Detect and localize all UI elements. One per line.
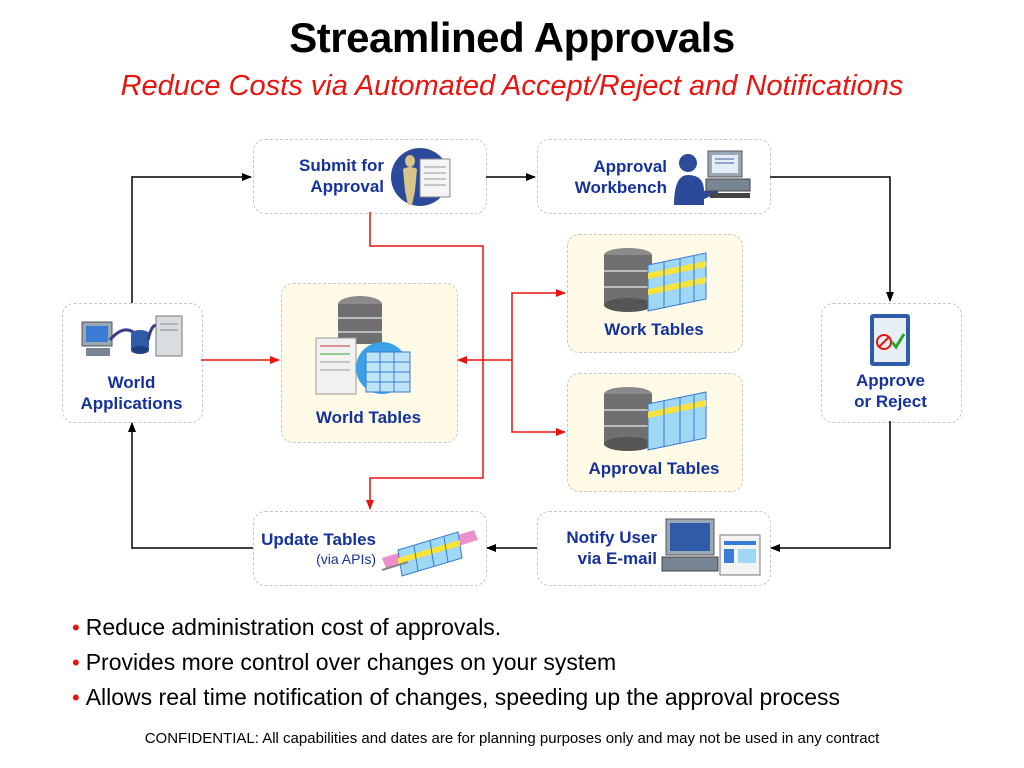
connector-approve-to-notify [770,421,891,552]
work-tables-label: Work Tables [604,320,704,339]
world-tables-label: World Tables [315,408,422,427]
client-server-icon [81,315,183,357]
bullet-text: Reduce administration cost of approvals. [85,614,502,640]
approval-workbench-label: Approval Workbench [552,156,667,198]
confidential-footer: CONFIDENTIAL: All capabilities and dates… [144,730,880,747]
connector-update-to-apps [128,422,253,549]
approval-tables-db-icon [604,387,707,451]
approve-line1: Approve [856,371,925,390]
bullet-item: •Provides more control over changes on y… [72,645,840,680]
bullet-item: •Allows real time notification of change… [72,680,840,715]
notify-line1: Notify User [566,528,657,547]
work-tables-db-icon [604,248,707,312]
benefits-list: •Reduce administration cost of approvals… [72,610,840,715]
connector-submit-to-update [366,212,484,510]
update-tables-strip-icon [381,530,478,577]
notify-user-label: Notify User via E-mail [545,527,657,569]
approval-tables-label: Approval Tables [588,459,720,478]
update-line1: Update Tables [261,530,376,549]
bullet-dot-icon: • [72,650,80,675]
connector-hub-to-approval-tables [511,360,566,436]
update-line2: (via APIs) [316,551,376,567]
person-document-icon [391,148,451,206]
workbench-line2: Workbench [574,178,667,197]
bullet-text: Provides more control over changes on yo… [85,649,617,675]
database-table-icon [315,296,411,395]
submit-for-approval-label: Submit for Approval [276,155,384,197]
bullet-text: Allows real time notification of changes… [85,684,841,710]
apps-line2: Applications [80,394,183,413]
slide-title: Streamlined Approvals [289,14,735,61]
submit-line1: Submit for [299,156,384,175]
submit-line2: Approval [310,177,384,196]
email-computer-icon [661,518,761,576]
approve-or-reject-label: Approve or Reject [821,370,960,412]
approve-reject-document-icon [870,314,910,366]
workstation-user-icon [674,150,751,205]
workbench-line1: Approval [593,157,667,176]
connector-workbench-to-approve [770,176,894,302]
bullet-item: •Reduce administration cost of approvals… [72,610,840,645]
update-tables-label: Update Tables (via APIs) [258,529,376,568]
world-applications-label: World Applications [62,372,201,414]
connector-apps-to-submit [131,173,252,303]
slide-subtitle: Reduce Costs via Automated Accept/Reject… [120,70,904,102]
connector-hub-to-work-tables [511,289,566,360]
apps-line1: World [107,373,156,392]
notify-line2: via E-mail [577,549,657,568]
approve-line2: or Reject [854,392,927,411]
bullet-dot-icon: • [72,685,80,710]
bullet-dot-icon: • [72,615,80,640]
